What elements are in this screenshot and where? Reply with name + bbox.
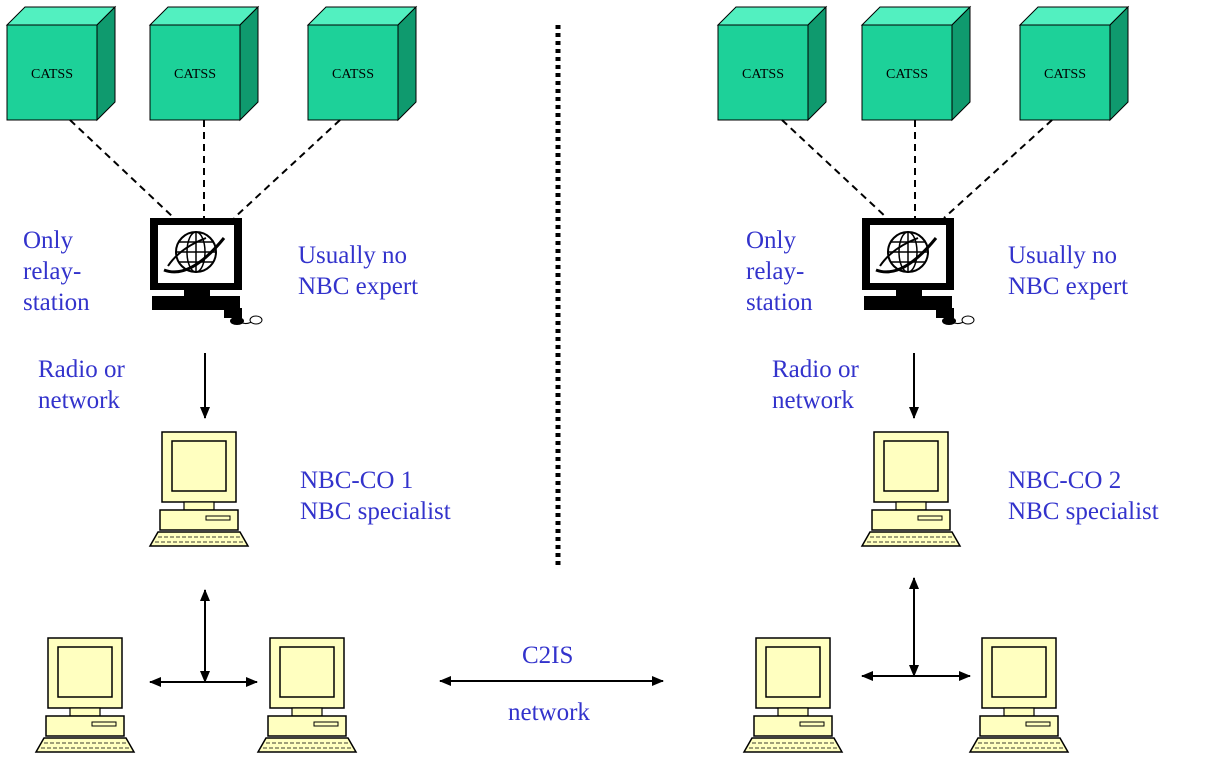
- nbc-co-label: NBC-CO 2 NBC specialist: [1008, 467, 1159, 525]
- relay-station-label: Only relay- station: [746, 227, 813, 316]
- catss-sensor: [1019, 6, 1129, 121]
- link-type-label: Radio or network: [772, 356, 859, 414]
- catss-sensor: [149, 6, 259, 121]
- c2is-label: C2IS: [522, 642, 574, 669]
- right-site: [717, 6, 1129, 753]
- nbc-co-computer: [861, 431, 961, 547]
- c2is-terminal: [743, 637, 843, 753]
- relay-station-computer: [148, 216, 264, 327]
- c2is-terminal: [257, 637, 357, 753]
- catss-label: CATSS: [885, 67, 929, 82]
- catss-label: CATSS: [173, 67, 217, 82]
- nbc-co-computer: [149, 431, 249, 547]
- catss-sensor: [6, 6, 116, 121]
- c2is-terminal: [35, 637, 135, 753]
- catss-label: CATSS: [1043, 67, 1087, 82]
- catss-sensor: [861, 6, 971, 121]
- relay-station-computer: [860, 216, 976, 327]
- catss-label: CATSS: [741, 67, 785, 82]
- expert-note-label: Usually no NBC expert: [1008, 242, 1129, 300]
- catss-label: CATSS: [30, 67, 74, 82]
- left-site: [6, 6, 417, 753]
- nbc-co-label: NBC-CO 1 NBC specialist: [300, 467, 451, 525]
- c2is-terminal: [969, 637, 1069, 753]
- link-type-label: Radio or network: [38, 356, 125, 414]
- expert-note-label: Usually no NBC expert: [298, 242, 419, 300]
- catss-sensor: [717, 6, 827, 121]
- catss-sensor: [307, 6, 417, 121]
- c2is-network-label: network: [508, 699, 590, 726]
- catss-label: CATSS: [331, 67, 375, 82]
- relay-station-label: Only relay- station: [23, 227, 90, 316]
